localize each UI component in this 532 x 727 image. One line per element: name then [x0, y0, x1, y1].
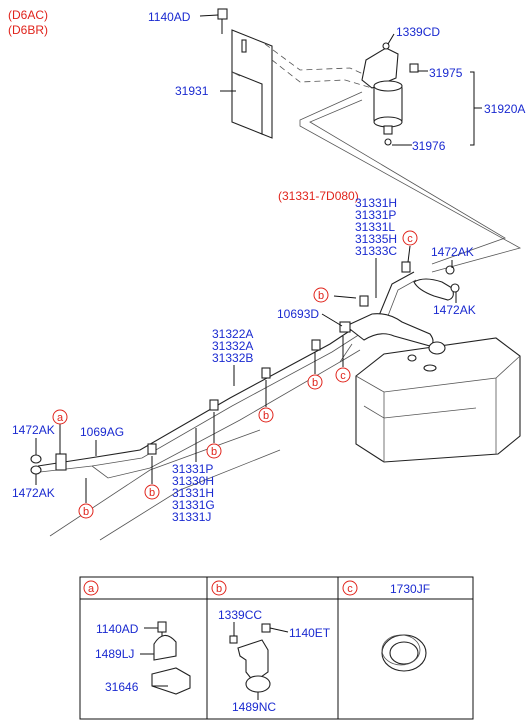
callout-c-2: c: [335, 336, 351, 383]
svg-text:c: c: [347, 583, 353, 595]
svg-text:b: b: [149, 487, 155, 499]
legend-header-b: b: [211, 580, 227, 596]
label-31920A: 31920A: [484, 102, 525, 116]
label-31975: 31975: [429, 66, 463, 80]
label-1472AK-left-1: 1472AK: [12, 423, 55, 437]
legend-a-part-1: 1140AD: [96, 622, 139, 636]
svg-text:b: b: [263, 410, 269, 422]
legend-a-part-2: 1489LJ: [95, 647, 134, 661]
svg-text:b: b: [312, 377, 318, 389]
callout-b-5: b: [144, 456, 160, 500]
svg-text:a: a: [57, 412, 64, 424]
bracket-31920A: [470, 71, 475, 146]
label-31333C: 31333C: [355, 244, 397, 258]
bracket-31931: [231, 29, 273, 139]
svg-text:b: b: [211, 446, 217, 458]
fuel-filter-31920A: [361, 42, 419, 146]
label-1472AK-left-2: 1472AK: [12, 486, 55, 500]
label-31331P-bottom: 31331P: [172, 462, 213, 476]
legend-a-clamp-illustration: [140, 621, 191, 695]
label-1140AD-top: 1140AD: [148, 10, 191, 24]
legend-b-part-1: 1339CC: [218, 608, 262, 622]
callout-b-2: b: [307, 352, 323, 390]
legend-header-a: a: [83, 580, 99, 596]
legend-part-1730JF: 1730JF: [390, 582, 430, 596]
label-31976: 31976: [412, 139, 446, 153]
label-31331L: 31331L: [355, 220, 395, 234]
legend-b-part-2: 1140ET: [289, 626, 331, 640]
label-31331H-bottom: 31331H: [172, 486, 214, 500]
label-31332A: 31332A: [212, 339, 253, 353]
fuel-tank: [355, 337, 521, 463]
svg-text:c: c: [407, 233, 413, 245]
callout-a-main: a: [52, 409, 68, 454]
outline-lower-2: [99, 449, 281, 541]
label-ref-31331-7D080: (31331-7D080): [278, 189, 359, 203]
variant-label-2: (D6BR): [8, 23, 48, 37]
label-31331H-top: 31331H: [355, 196, 397, 210]
callout-c-1: c: [402, 230, 418, 263]
bolt-1140AD-top: [217, 8, 228, 34]
label-1472AK-right-2: 1472AK: [433, 303, 476, 317]
main-fuel-pipe: [30, 261, 460, 479]
legend-table: [79, 576, 474, 720]
svg-text:b: b: [318, 290, 324, 302]
callout-b-4: b: [206, 412, 222, 459]
legend-a-part-3: 31646: [105, 680, 139, 694]
leader-1339CD: [387, 33, 395, 45]
label-31332B: 31332B: [212, 351, 253, 365]
label-31322A: 31322A: [212, 327, 253, 341]
leader-10693D: [321, 313, 343, 327]
label-31330H: 31330H: [172, 474, 214, 488]
label-31931: 31931: [175, 84, 209, 98]
legend-b-part-3: 1489NC: [232, 700, 276, 714]
label-10693D: 10693D: [277, 307, 319, 321]
legend-c-grommet-illustration: [381, 634, 427, 672]
dash-link-1: [264, 43, 373, 79]
callout-b-3: b: [258, 380, 274, 423]
dash-link-2: [271, 59, 373, 89]
label-1472AK-right-1: 1472AK: [431, 245, 474, 259]
callout-b-1: b: [313, 287, 357, 303]
legend-header-c: c: [342, 580, 358, 596]
label-31331J: 31331J: [172, 510, 211, 524]
variant-label-1: (D6AC): [8, 8, 48, 22]
label-31331G: 31331G: [172, 498, 215, 512]
label-31331P-top: 31331P: [355, 208, 396, 222]
callout-b-6: b: [78, 478, 94, 519]
feed-line-outer: [299, 91, 522, 273]
leader-1140AD-top: [199, 14, 219, 17]
legend-b-clamp-illustration: [229, 622, 289, 700]
label-31335H: 31335H: [355, 232, 397, 246]
svg-text:a: a: [88, 583, 95, 595]
label-1339CD: 1339CD: [396, 25, 440, 39]
label-1069AG: 1069AG: [80, 425, 124, 439]
svg-text:b: b: [83, 506, 89, 518]
svg-text:c: c: [340, 370, 346, 382]
svg-text:b: b: [216, 583, 222, 595]
feed-line-inner: [309, 99, 506, 265]
